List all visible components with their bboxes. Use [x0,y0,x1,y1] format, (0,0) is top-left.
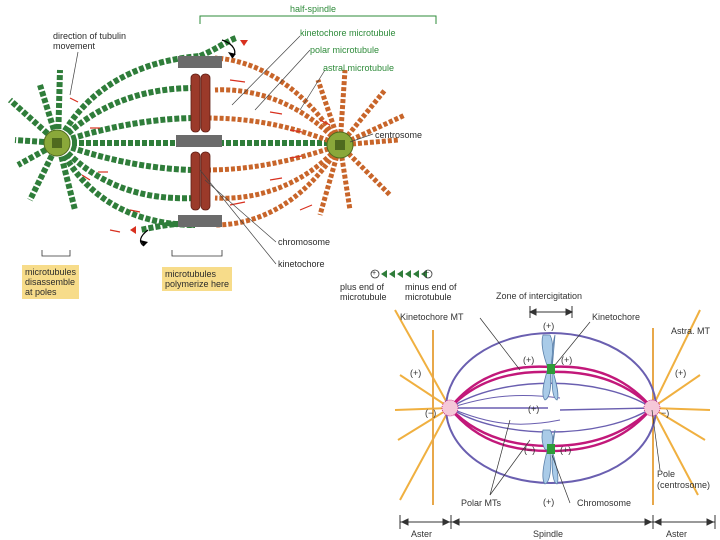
leader-lines [69,35,374,265]
minus-right: −) [661,408,670,418]
centrosome-label: centrosome [375,130,423,140]
pole-label: Pole [657,469,676,479]
plus-far-right: (+) [675,368,687,378]
kinetochore-dot-bottom [547,444,555,454]
kinetochore-mt-label: Kinetochore MT [400,312,464,322]
plus-far-left: (+) [410,368,422,378]
chromosome-label-bottom: Chromosome [577,498,632,508]
minus-left: (−) [425,408,437,418]
zone-bracket [528,306,574,318]
minus-lower: (−) [524,445,536,455]
astral-microtubule-label: astral microtubule [323,63,395,73]
chromosome-label: chromosome [278,237,331,247]
legend-plus-end: plus end of microtubule [340,282,387,302]
astral-mt-label: Astra. MT [671,326,711,336]
pole-centrosome-label: (centrosome) [657,480,711,490]
movement-label: movement [53,41,96,51]
kinetochore-label-bottom: Kinetochore [592,312,641,322]
aster-spindle-ruler [399,515,716,529]
tubulin-direction-arrows [69,79,331,233]
legend-microtubule [381,270,427,278]
left-pole [441,399,459,417]
right-pole-microtubules [204,55,407,228]
aster-left-label: Aster [411,529,433,539]
polar-microtubule-label: polar microtubule [310,45,380,55]
kinetochore-plates [176,56,222,227]
polar-mts-label: Polar MTs [461,498,502,508]
spindle-label: Spindle [533,529,564,539]
polymerize-note: microtubules polymerize here [162,267,233,291]
plus-right-inner: (+) [561,355,573,365]
legend-plus-symbol: + [372,270,377,277]
plus-bottom: (+) [543,497,555,507]
legend-minus-end: minus end of microtubule [405,282,457,302]
kinetochore-label: kinetochore [278,259,325,269]
legend-minus-symbol: − [425,270,430,277]
kinetochore-microtubules [449,365,653,453]
half-spindle-bracket [199,15,437,24]
direction-of-tubulin-label: direction of tubulin [53,31,127,41]
kinetochore-microtubule-label: kinetochore microtubule [300,28,396,38]
half-spindle-label: half-spindle [290,4,337,14]
disassemble-note: microtubules disassemble at poles [22,265,80,299]
aster-right-label: Aster [666,529,688,539]
chromosomes-bottom [541,334,559,485]
plus-lower: (+) [560,445,572,455]
kinetochore-dot-top [547,364,555,374]
right-pole [643,399,661,417]
plus-left-inner: (+) [523,355,535,365]
plus-top-label: (+) [543,321,555,331]
plus-center: (+) [528,404,540,414]
aster-rays [394,309,711,501]
zone-label: Zone of intercigitation [496,291,583,301]
chromosomes [190,73,211,211]
